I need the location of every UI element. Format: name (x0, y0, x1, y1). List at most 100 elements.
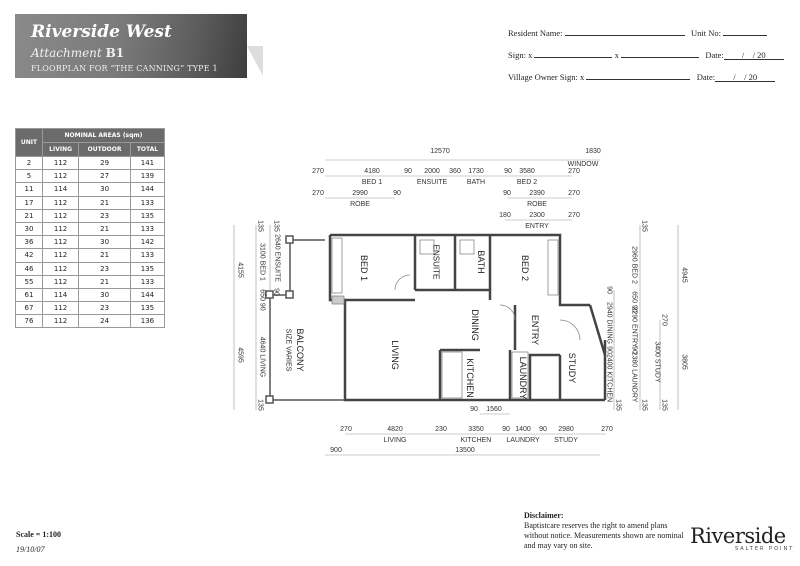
dim-window-label: WINDOW (567, 161, 599, 168)
dim: 270 (568, 212, 580, 219)
dim: 90 (539, 426, 547, 433)
dimension-lines (233, 159, 679, 456)
dim: 270 (312, 190, 324, 197)
balcony-size-note: SIZE VARIES (284, 328, 292, 372)
village-owner-sign-label: Village Owner Sign: x (508, 72, 585, 82)
attachment-label: Attachment B1 (31, 46, 124, 60)
dim: 2960 BED 2 (630, 246, 638, 284)
dim: 180 (499, 212, 511, 219)
dim: 135 (614, 399, 622, 411)
attachment-prefix: Attachment (31, 46, 102, 60)
resident-name-label: Resident Name: (508, 28, 563, 38)
attachment-id: B1 (105, 46, 125, 60)
dim: 2640 ENSUITE (273, 234, 281, 282)
dim: 2940 DINING (605, 301, 613, 345)
dim: 4155 (236, 262, 244, 278)
dim: 270 (601, 426, 613, 433)
dim: 2300 (529, 212, 545, 219)
dim: 90 (605, 286, 613, 294)
dim: 2380 LAUNDRY (630, 351, 638, 403)
dim: 90 (393, 190, 401, 197)
dim-window: 1830 (585, 148, 601, 155)
dim: 2290 ENTRY (630, 306, 638, 348)
date-field[interactable]: / / 20 (723, 50, 784, 60)
date-label-2: Date: (696, 72, 716, 82)
signature-form: Resident Name: Unit No: Sign: x x Date:/… (508, 26, 784, 92)
dim: 650 90 (258, 289, 266, 311)
date-separator: / (733, 72, 736, 82)
dim: 90 (503, 190, 511, 197)
dim: 4640 LIVING (258, 336, 266, 378)
dim: 90 (272, 288, 280, 296)
date-field-2[interactable]: / / 20 (715, 72, 776, 82)
floorplan-subtitle: FLOORPLAN FOR “THE CANNING” TYPE 1 (31, 64, 218, 73)
dim: 135 (256, 220, 264, 232)
dim: 90 (404, 168, 412, 175)
dim: 90 (605, 346, 613, 354)
unit-no-label: Unit No: (691, 28, 722, 38)
balcony-outline (265, 235, 345, 404)
cell-living: 112 (41, 195, 80, 210)
dim: 4180 (364, 168, 380, 175)
fixtures (331, 237, 581, 399)
dim: 90 (504, 168, 512, 175)
room-study: STUDY (567, 352, 577, 384)
cell-total: 135 (129, 208, 166, 223)
cell-unit: 76 (15, 314, 43, 329)
riverside-logo: Riverside (690, 524, 786, 548)
dim-overall-width: 12570 (430, 148, 450, 155)
room-bath: BATH (476, 250, 486, 274)
project-title: Riverside West (31, 22, 172, 42)
dim-label: ENTRY (525, 223, 549, 230)
dim: 2980 (558, 426, 574, 433)
dim: 90 (470, 406, 478, 413)
sign-field-2[interactable] (620, 48, 699, 58)
dim-label: ROBE (527, 201, 547, 208)
dim: 135 (640, 220, 648, 232)
col-unit: UNIT (15, 128, 43, 157)
dim: 135 (256, 399, 264, 411)
dim-label: ENSUITE (416, 179, 448, 186)
cell-total: 136 (129, 314, 166, 329)
riverside-logo-subtitle: SALTER POINT (735, 546, 795, 552)
dim: 3580 (519, 168, 535, 175)
title-banner: Riverside West Attachment B1 FLOORPLAN F… (15, 14, 263, 78)
room-living: LIVING (390, 340, 400, 370)
sign-label: Sign: x (508, 50, 533, 60)
dim-label: BED 1 (361, 179, 383, 186)
dim-label: BED 2 (516, 179, 538, 186)
dim-overall-length: 13500 (455, 447, 475, 454)
sign-field-1[interactable] (534, 48, 613, 58)
dim: 270 (660, 314, 668, 326)
dim: 4820 (387, 426, 403, 433)
document-date: 19/10/07 (16, 545, 45, 554)
dim: 1400 (515, 426, 531, 433)
dim-label: ROBE (350, 201, 370, 208)
room-entry: ENTRY (530, 314, 540, 346)
dim: 900 (330, 447, 342, 454)
dim-label: BATH (466, 179, 486, 186)
unit-no-field[interactable] (723, 26, 768, 36)
village-owner-sign-field[interactable] (586, 70, 691, 80)
date-year: / 20 (744, 72, 758, 82)
col-living: LIVING (41, 142, 80, 157)
dim-label: KITCHEN (460, 437, 492, 444)
resident-name-field[interactable] (564, 26, 685, 36)
col-outdoor: OUTDOOR (78, 142, 131, 157)
room-dining: DINING (470, 309, 480, 341)
dim: 270 (340, 426, 352, 433)
sign-x2-label: x (614, 50, 619, 60)
dim: 3100 BED 1 (258, 243, 266, 281)
disclaimer: Disclaimer: Baptistcare reserves the rig… (524, 511, 684, 551)
dim: 90 (502, 426, 510, 433)
date-separator: / (741, 50, 745, 60)
dim: 3805 (680, 354, 688, 370)
dim-label: STUDY (554, 437, 578, 444)
